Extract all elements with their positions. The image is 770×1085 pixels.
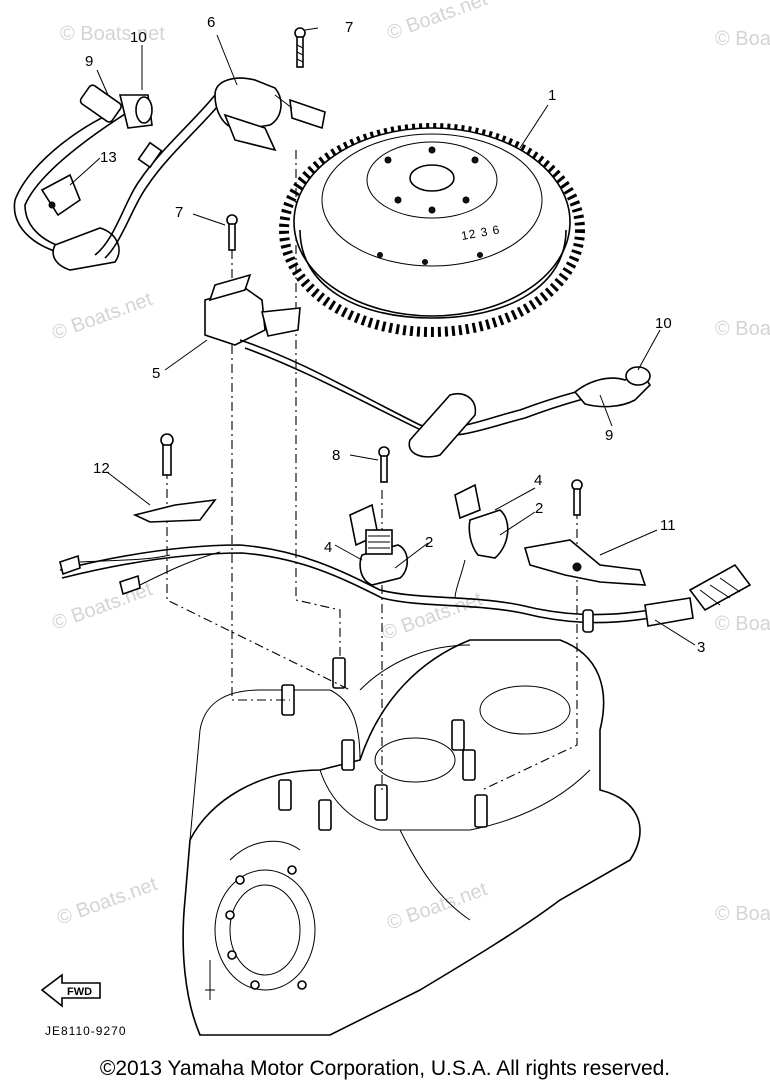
callout-1: 1 [548, 87, 556, 104]
watermark: © Boats.net [715, 903, 770, 925]
crankcase-block [182, 639, 641, 1036]
watermark: © Boats.net [384, 878, 490, 935]
watermark: © Boats.net [60, 23, 165, 45]
callout-7: 7 [175, 204, 183, 221]
callout-6: 6 [207, 14, 215, 31]
watermark: © Boats.net [715, 28, 770, 50]
callout-4: 4 [534, 472, 542, 489]
copyright-notice: ©2013 Yamaha Motor Corporation, U.S.A. A… [99, 1057, 671, 1080]
callout-8: 8 [332, 447, 340, 464]
watermark: © Boats.net [384, 0, 490, 45]
callout-5: 5 [152, 365, 160, 382]
callout-numbers: 1 2 2 3 4 4 5 6 7 7 8 9 9 10 10 11 12 13 [85, 14, 705, 656]
callout-12: 12 [93, 460, 110, 477]
watermark: © Boats.net [54, 873, 160, 930]
callout-4: 4 [324, 539, 332, 556]
callout-2: 2 [425, 534, 433, 551]
callout-13: 13 [100, 149, 117, 166]
callout-9: 9 [85, 53, 93, 70]
callout-9: 9 [605, 427, 613, 444]
watermark: © Boats.net [715, 613, 770, 635]
callout-10: 10 [130, 29, 147, 46]
flywheel: 12 3 6 [279, 123, 585, 337]
fwd-arrow: FWD [40, 973, 101, 1008]
callout-10: 10 [655, 315, 672, 332]
diagram-code: JE8110-9270 [45, 1024, 127, 1038]
parts-diagram: © Boats.net © Boats.net © Boats.net © Bo… [13, 0, 770, 1038]
callout-7: 7 [345, 19, 353, 36]
callout-11: 11 [660, 517, 676, 534]
watermark: © Boats.net [715, 318, 770, 340]
leader-lines [69, 27, 696, 646]
upper-coil-assembly [13, 27, 326, 271]
lower-coil-assembly [204, 214, 652, 458]
watermark: © Boats.net [49, 288, 155, 345]
callout-2: 2 [535, 500, 543, 517]
callout-3: 3 [697, 639, 705, 656]
pulser-harness [59, 433, 752, 633]
fwd-label: FWD [67, 986, 92, 998]
flywheel-marking: 12 3 6 [460, 222, 501, 243]
